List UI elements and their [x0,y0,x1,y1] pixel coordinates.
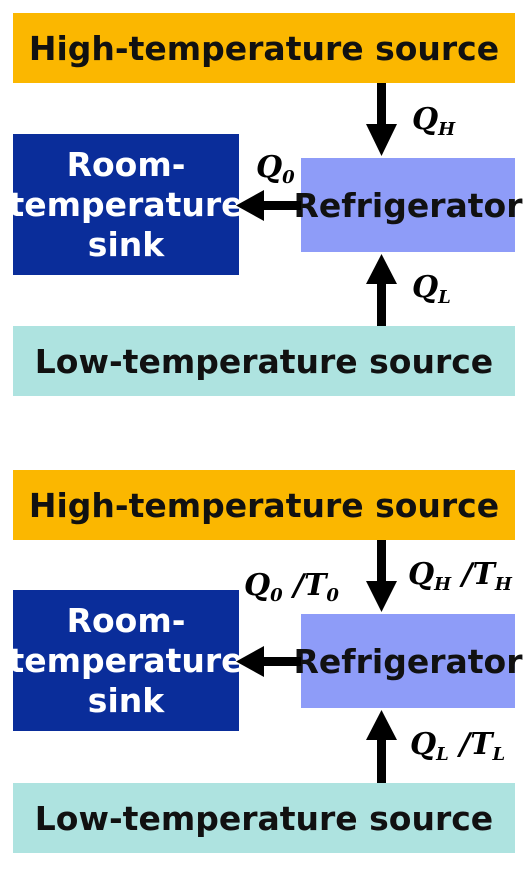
arrow-QL-TL-2 [366,710,397,783]
arrow-Q0-T0-2 [236,646,301,677]
arrow-QL-1 [366,254,397,326]
heat-label-QL-1: QL [412,270,451,308]
low-temperature-source-2: Low-temperature source [13,783,515,853]
room-temperature-sink-1: Room- temperature sink [9,134,244,275]
heat-label-Q0-1: Q0 [256,150,295,188]
arrow-QH-1 [366,83,397,156]
high-temperature-source-2: High-temperature source [13,470,515,540]
room-sink-line-3: sink [87,224,165,264]
room-sink-line-1: Room- [66,600,186,640]
arrow-QH-TH-2 [366,540,397,612]
heat-label-QL-TL-2: QL /TL [410,727,506,765]
arrow-Q0-1 [236,190,301,221]
heat-label-QH-1: QH [412,102,456,140]
room-temperature-sink-2: Room- temperature sink [9,590,244,731]
room-sink-line-3: sink [87,680,165,720]
high-temperature-source-1: High-temperature source [13,13,515,83]
heat-label-Q0-T0-2: Q0 /T0 [244,568,339,606]
room-sink-line-2: temperature [8,640,244,680]
refrigerator-1: Refrigerator [294,158,523,252]
low-temperature-source-1: Low-temperature source [13,326,515,396]
heat-label-QH-TH-2: QH /TH [408,557,512,595]
refrigerator-2: Refrigerator [294,614,523,708]
room-sink-line-1: Room- [66,144,186,184]
room-sink-line-2: temperature [8,184,244,224]
